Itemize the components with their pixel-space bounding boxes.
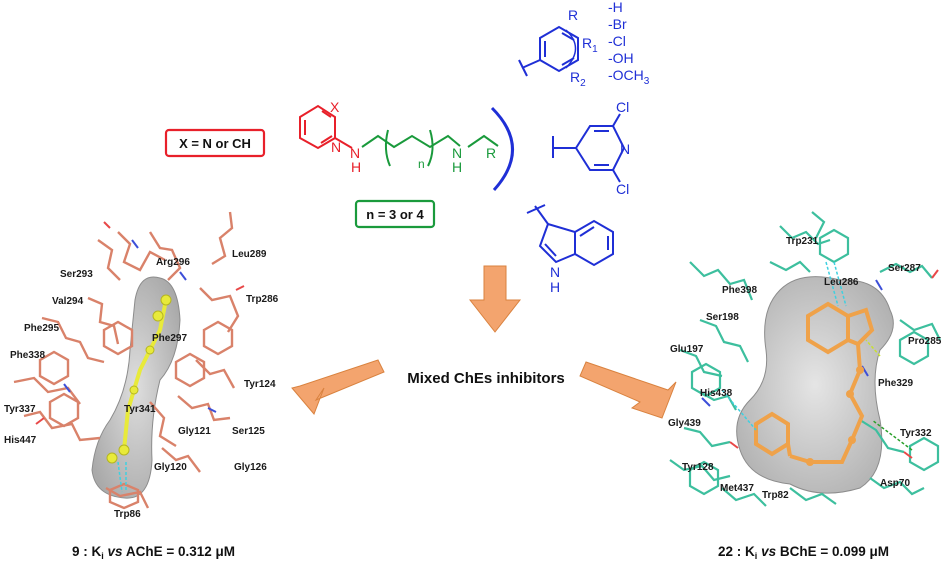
substituent-och3: -OCH3 <box>608 67 650 87</box>
left-residue-sticks <box>13 211 240 510</box>
substituent-cl: -Cl <box>608 33 626 49</box>
x-definition-text: X = N or CH <box>179 136 251 151</box>
left-docking-panel: Leu289 Ser293 Arg296 Val294 Trp286 Phe29… <box>4 211 279 561</box>
substituent-list: -H -Br -Cl -OH -OCH3 <box>608 0 650 87</box>
residue-tyr332: Tyr332 <box>900 428 932 439</box>
down-arrow <box>468 265 522 333</box>
indole-n: N <box>550 264 560 280</box>
phenyl-r: R <box>568 7 578 23</box>
residue-leu286: Leu286 <box>824 277 859 288</box>
alkyl-chain <box>361 129 461 167</box>
residue-asp70: Asp70 <box>880 478 910 489</box>
pyridine-cl-bottom: Cl <box>616 181 629 197</box>
atom-nh-right: N <box>452 145 462 161</box>
residue-ser198: Ser198 <box>706 312 739 323</box>
residue-ser125: Ser125 <box>232 426 265 437</box>
n-definition-box: n = 3 or 4 <box>354 199 436 229</box>
residue-pro285: Pro285 <box>908 336 942 347</box>
right-caption: 22 : Ki vs BChE = 0.099 μM <box>718 544 889 561</box>
residue-ser287: Ser287 <box>888 263 921 274</box>
residue-his438: His438 <box>700 388 733 399</box>
residue-glu197: Glu197 <box>670 344 704 355</box>
atom-r: R <box>486 145 496 161</box>
atom-h-left: H <box>351 159 361 175</box>
left-caption: 9 : Ki vs AChE = 0.312 μM <box>72 544 235 561</box>
r-group-phenyl: R R1 R2 -H -Br -Cl -OH -OCH3 <box>518 0 650 89</box>
atom-x: X <box>330 99 340 115</box>
residue-phe329: Phe329 <box>878 378 913 389</box>
residue-ser293: Ser293 <box>60 269 93 280</box>
residue-tyr128: Tyr128 <box>682 462 714 473</box>
residue-phe398: Phe398 <box>722 285 757 296</box>
substituent-h: -H <box>608 0 623 15</box>
residue-gly439: Gly439 <box>668 418 701 429</box>
right-residue-sticks <box>669 211 941 507</box>
pyridine-cl-top: Cl <box>616 99 629 115</box>
r-group-indole: N H <box>526 204 614 295</box>
residue-his447: His447 <box>4 435 37 446</box>
atom-h-right: H <box>452 159 462 175</box>
residue-tyr337: Tyr337 <box>4 404 36 415</box>
general-structure: X N N H n N H R <box>299 99 514 192</box>
residue-phe295: Phe295 <box>24 323 59 334</box>
center-label: Mixed ChEs inhibitors <box>407 370 565 387</box>
phenyl-r2: R2 <box>570 69 586 89</box>
right-docking-panel: Trp231 Leu286 Ser287 Phe398 Ser198 Glu19… <box>668 211 942 561</box>
r-group-bracket <box>490 106 514 192</box>
residue-phe338: Phe338 <box>10 350 45 361</box>
left-ligand <box>106 294 172 464</box>
residue-leu289: Leu289 <box>232 249 267 260</box>
residue-gly121: Gly121 <box>178 426 211 437</box>
pyridine-n: N <box>620 141 630 157</box>
residue-tyr341: Tyr341 <box>124 404 156 415</box>
chain-n-label: n <box>418 157 425 171</box>
residue-trp231: Trp231 <box>786 236 819 247</box>
r-group-pyridine: Cl N Cl <box>552 99 630 197</box>
atom-nh-left: N <box>350 145 360 161</box>
arrow-left <box>291 359 385 415</box>
residue-val294: Val294 <box>52 296 84 307</box>
arrow-right <box>579 361 677 419</box>
phenyl-r1: R1 <box>582 35 598 55</box>
atom-n-ring: N <box>331 139 341 155</box>
residue-trp286: Trp286 <box>246 294 279 305</box>
x-definition-box: X = N or CH <box>164 128 266 158</box>
residue-gly120: Gly120 <box>154 462 187 473</box>
indole-h: H <box>550 279 560 295</box>
residue-phe297: Phe297 <box>152 333 187 344</box>
residue-tyr124: Tyr124 <box>244 379 276 390</box>
n-definition-text: n = 3 or 4 <box>366 207 424 222</box>
residue-trp82: Trp82 <box>762 490 789 501</box>
residue-met437: Met437 <box>720 483 754 494</box>
residue-arg296: Arg296 <box>156 257 190 268</box>
right-ligand <box>754 301 875 466</box>
residue-trp86: Trp86 <box>114 509 141 520</box>
substituent-br: -Br <box>608 16 627 32</box>
substituent-oh: -OH <box>608 50 634 66</box>
residue-gly126: Gly126 <box>234 462 267 473</box>
